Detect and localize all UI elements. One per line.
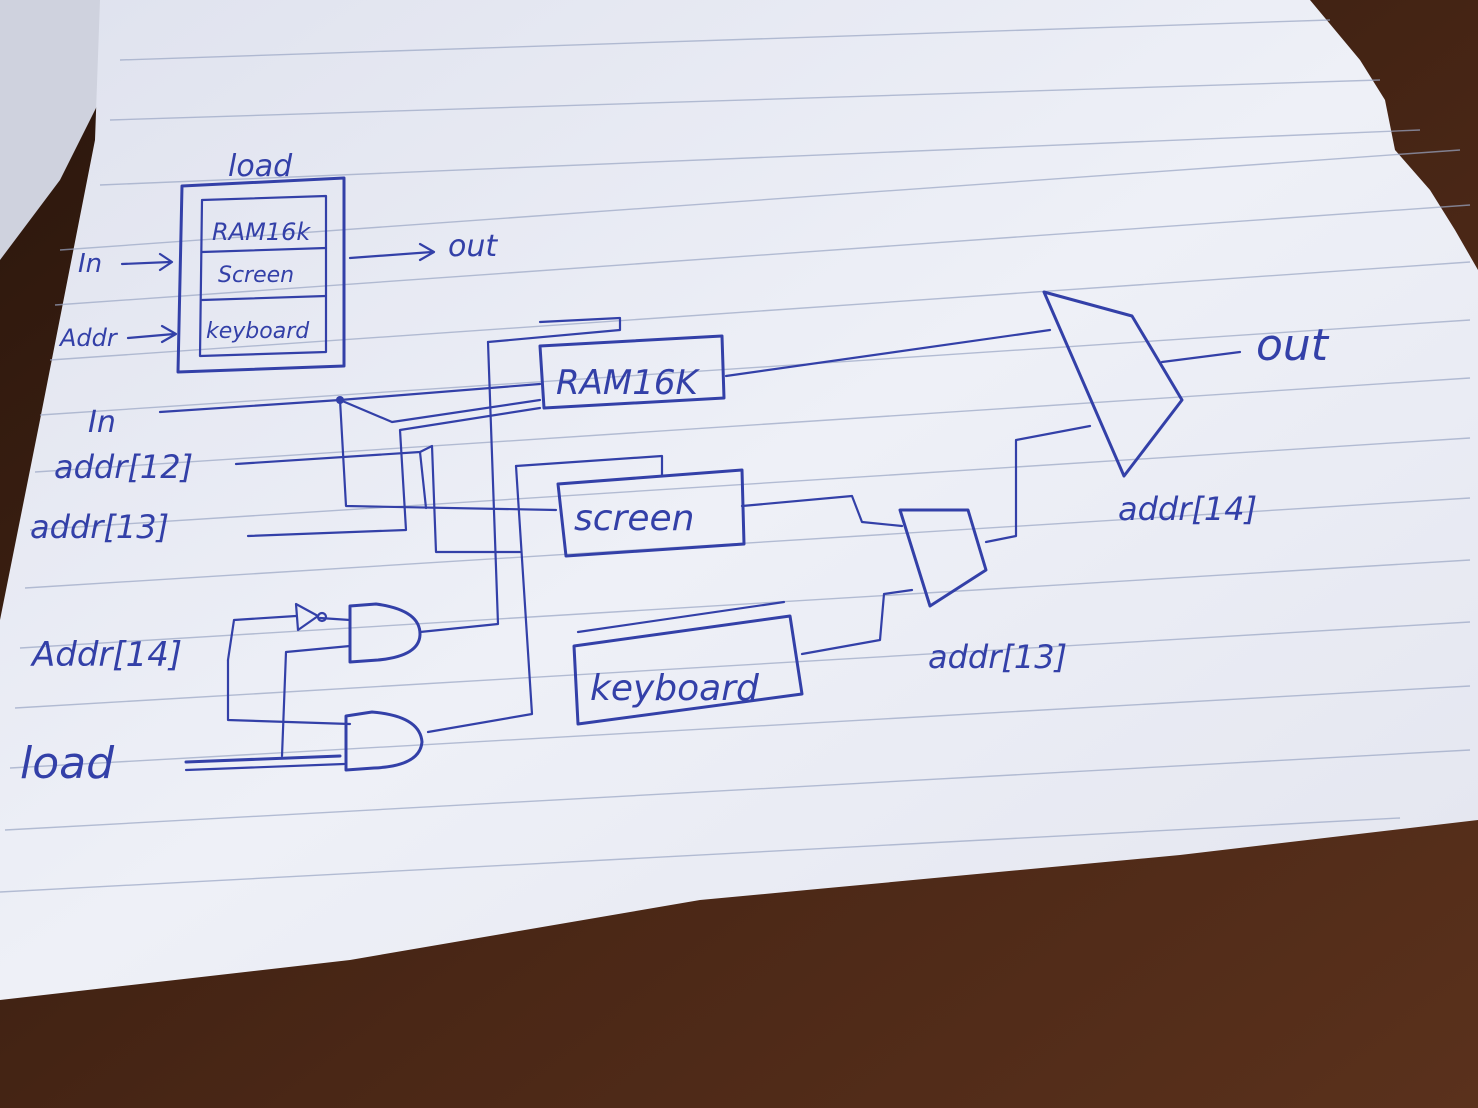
legend-in-arrow xyxy=(120,252,174,272)
paper-sheet xyxy=(0,0,1478,1000)
keyboard-chip-label: keyboard xyxy=(590,668,760,709)
small-mux-select-label: addr[13] xyxy=(928,638,1067,676)
input-load-label: load xyxy=(20,738,115,789)
input-addr14-label: Addr[14] xyxy=(30,635,182,675)
keyboard-chip-box xyxy=(572,614,804,726)
and-gate-lower xyxy=(344,710,424,772)
legend-keyboard-label: keyboard xyxy=(206,319,310,344)
and-gate-upper xyxy=(348,602,422,664)
ram-chip-label: RAM16K xyxy=(556,363,700,403)
legend-addr-label: Addr xyxy=(58,324,119,352)
legend-screen-label: Screen xyxy=(218,263,294,288)
legend-load-label: load xyxy=(228,149,293,184)
legend-outer-box xyxy=(176,176,346,374)
input-in-label: In xyxy=(88,405,116,440)
legend-out-arrow xyxy=(348,242,436,262)
wires xyxy=(158,316,1242,772)
input-addr12-label: addr[12] xyxy=(54,448,193,486)
legend-ram-label: RAM16k xyxy=(212,218,311,246)
legend-out-label: out xyxy=(448,229,498,264)
big-mux xyxy=(1042,290,1184,478)
input-addr13-label: addr[13] xyxy=(30,508,169,546)
ram-chip-box xyxy=(538,334,726,410)
not-gate xyxy=(294,602,328,632)
screen-chip-label: screen xyxy=(574,498,694,539)
small-mux xyxy=(898,508,988,608)
legend-in-label: In xyxy=(78,249,102,279)
legend-addr-arrow xyxy=(126,324,178,344)
legend-inner-box xyxy=(198,194,328,358)
ruled-lines xyxy=(0,19,1471,893)
screen-chip-box xyxy=(556,468,746,558)
output-label: out xyxy=(1256,320,1330,371)
big-mux-select-label: addr[14] xyxy=(1118,490,1257,528)
legend-diagram: load RAM16k Screen keyboard In Addr out xyxy=(58,149,498,374)
